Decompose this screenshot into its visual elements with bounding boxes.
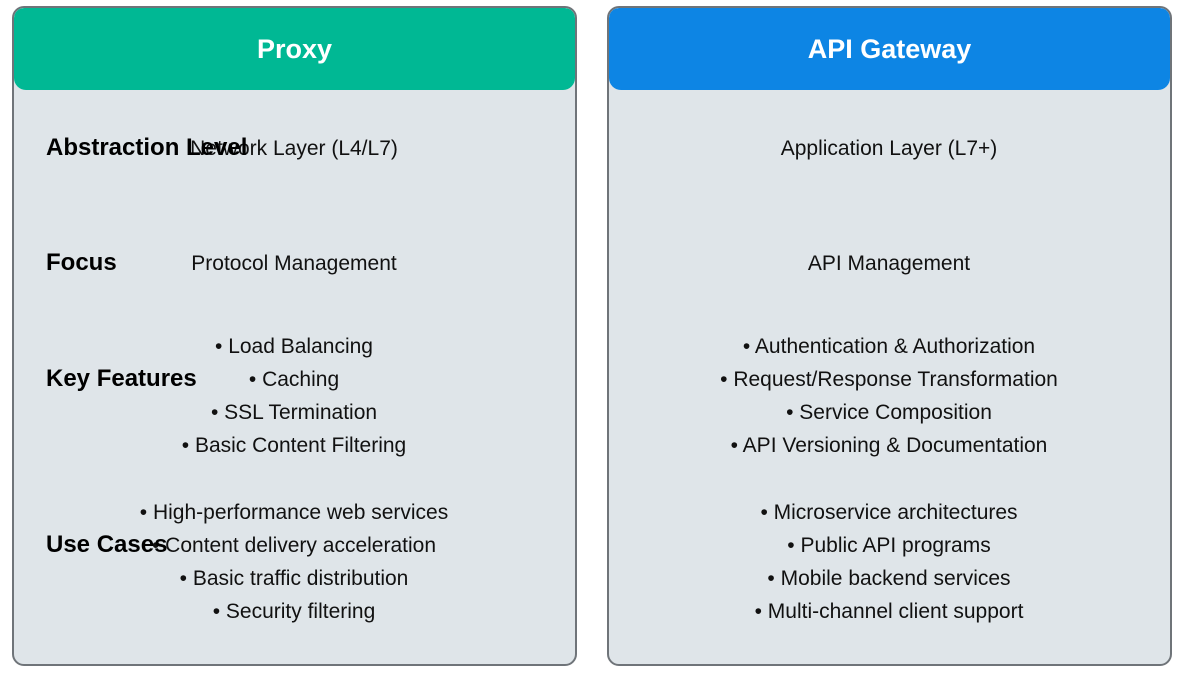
gateway-focus-value: API Management bbox=[807, 252, 971, 275]
row-label-abstraction-level: Abstraction Level bbox=[46, 134, 248, 161]
proxy-card: Proxy bbox=[12, 6, 577, 666]
proxy-use-case: • Basic traffic distribution bbox=[179, 567, 409, 590]
proxy-title: Proxy bbox=[256, 33, 333, 64]
proxy-key-feature: • Basic Content Filtering bbox=[181, 434, 407, 457]
gateway-abstraction-level-value: Application Layer (L7+) bbox=[780, 137, 998, 160]
proxy-use-case: • Content delivery acceleration bbox=[151, 534, 437, 557]
gateway-key-feature: • Request/Response Transformation bbox=[720, 368, 1058, 391]
gateway-use-case: • Public API programs bbox=[787, 534, 991, 557]
gateway-use-case: • Microservice architectures bbox=[760, 501, 1018, 524]
gateway-use-case: • Mobile backend services bbox=[767, 567, 1011, 590]
proxy-key-feature: • Load Balancing bbox=[215, 335, 373, 358]
row-label-use-cases: Use Cases bbox=[46, 531, 168, 558]
gateway-key-feature: • Service Composition bbox=[786, 401, 992, 424]
row-label-key-features: Key Features bbox=[46, 365, 197, 392]
proxy-focus-value: Protocol Management bbox=[191, 252, 397, 275]
proxy-key-feature: • Caching bbox=[248, 368, 340, 391]
api-gateway-card: API Gateway bbox=[607, 6, 1172, 666]
api-gateway-header: API Gateway bbox=[609, 8, 1170, 90]
gateway-key-feature: • API Versioning & Documentation bbox=[730, 434, 1048, 457]
proxy-abstraction-level-value: Network Layer (L4/L7) bbox=[190, 137, 398, 160]
api-gateway-title: API Gateway bbox=[807, 33, 972, 64]
gateway-key-feature: • Authentication & Authorization bbox=[742, 335, 1036, 358]
gateway-use-case: • Multi-channel client support bbox=[754, 600, 1024, 623]
row-label-focus: Focus bbox=[46, 249, 117, 276]
proxy-key-feature: • SSL Termination bbox=[210, 401, 378, 424]
proxy-use-case: • High-performance web services bbox=[139, 501, 449, 524]
proxy-use-case: • Security filtering bbox=[212, 600, 376, 623]
proxy-header: Proxy bbox=[14, 8, 575, 90]
